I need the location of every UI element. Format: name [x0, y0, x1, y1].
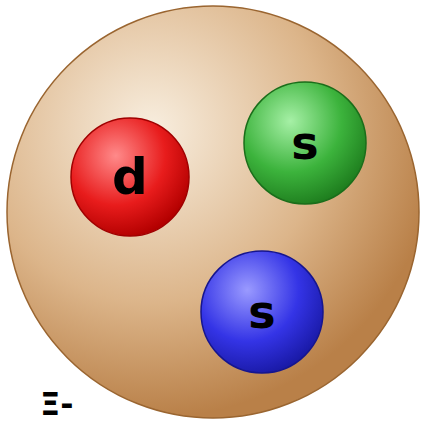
baryon-circle	[7, 6, 419, 418]
quark-ball: s	[200, 250, 324, 374]
quark-ball: d	[70, 117, 190, 237]
quark-ball: s	[243, 81, 367, 205]
quark-letter: s	[248, 289, 275, 335]
baryon-shape	[6, 5, 420, 419]
particle-name: Ξ-	[40, 388, 74, 420]
baryon-sphere: d s sΞ-	[6, 5, 420, 419]
quark-circle	[201, 251, 323, 373]
quark-circle	[244, 82, 366, 204]
quark-letter: s	[291, 120, 318, 166]
quark-circle	[71, 118, 189, 236]
quark-letter: d	[112, 152, 148, 202]
